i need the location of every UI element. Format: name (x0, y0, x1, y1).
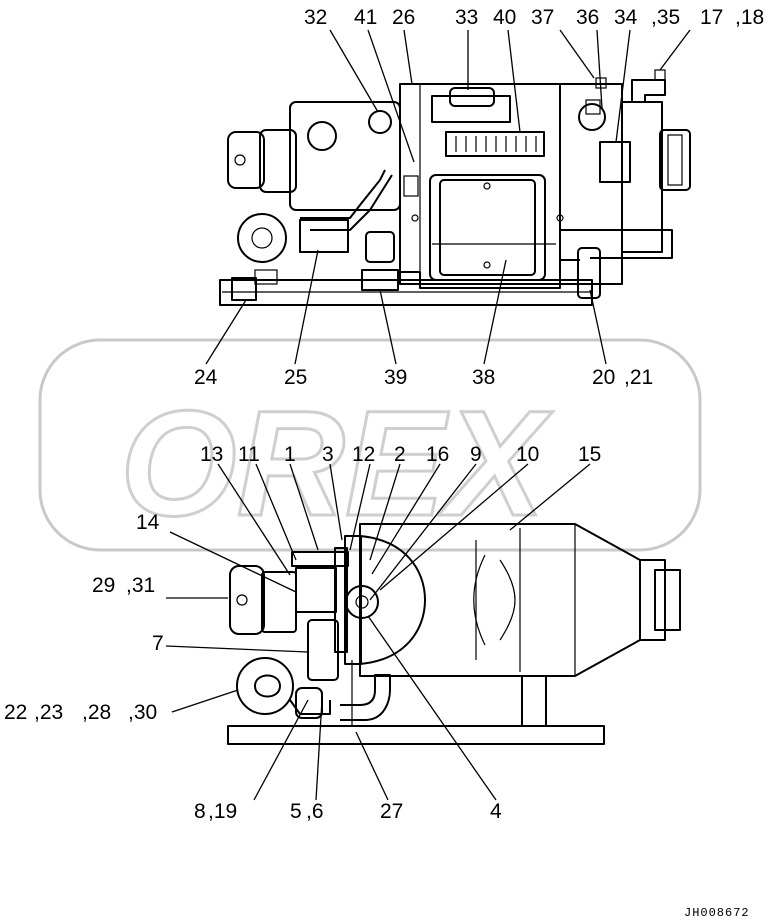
callout-labels: 32 41 26 33 40 37 36 34 ,35 17 ,18 24 25… (4, 6, 764, 920)
callout-3: 3 (322, 443, 334, 466)
lower-assembly-drawing (227, 523, 681, 745)
callout-9: 9 (470, 443, 482, 466)
callout-39: 39 (384, 366, 407, 389)
callout-7: 7 (152, 632, 164, 655)
leader-lines (165, 29, 691, 801)
callout-22: 22 (4, 701, 27, 724)
callout-8: 8 (194, 800, 206, 823)
callout-16: 16 (426, 443, 449, 466)
callout-37: 37 (531, 6, 554, 29)
callout-5: 5 (290, 800, 302, 823)
callout-4: 4 (490, 800, 502, 823)
watermark-text: OREX (120, 379, 553, 547)
drawing-code: JH008672 (684, 906, 750, 920)
callout-33: 33 (455, 6, 478, 29)
callout-27: 27 (380, 800, 403, 823)
callout-10: 10 (516, 443, 539, 466)
callout-11: 11 (238, 443, 260, 466)
callout-28: ,28 (82, 701, 111, 724)
callout-29: 29 (92, 574, 115, 597)
callout-19: ,19 (208, 800, 237, 823)
callout-38: 38 (472, 366, 495, 389)
callout-34: 34 (614, 6, 638, 29)
callout-18: ,18 (735, 6, 764, 29)
callout-30: ,30 (128, 701, 157, 724)
callout-15: 15 (578, 443, 601, 466)
callout-23: ,23 (34, 701, 63, 724)
callout-32: 32 (304, 6, 327, 29)
callout-21: ,21 (624, 366, 653, 389)
callout-24: 24 (194, 366, 218, 389)
upper-assembly-drawing (219, 69, 691, 306)
callout-1: 1 (284, 443, 296, 466)
callout-41: 41 (354, 6, 377, 29)
callout-6: ,6 (306, 800, 324, 823)
callout-2: 2 (394, 443, 406, 466)
callout-40: 40 (493, 6, 516, 29)
callout-12: 12 (352, 443, 375, 466)
callout-31: ,31 (126, 574, 155, 597)
callout-26: 26 (392, 6, 415, 29)
callout-25: 25 (284, 366, 307, 389)
callout-35: ,35 (651, 6, 680, 29)
callout-17: 17 (700, 6, 723, 29)
callout-36: 36 (576, 6, 599, 29)
callout-20: 20 (592, 366, 615, 389)
callout-13: 13 (200, 443, 223, 466)
callout-14: 14 (136, 511, 160, 534)
watermark: OREX (38, 338, 702, 552)
